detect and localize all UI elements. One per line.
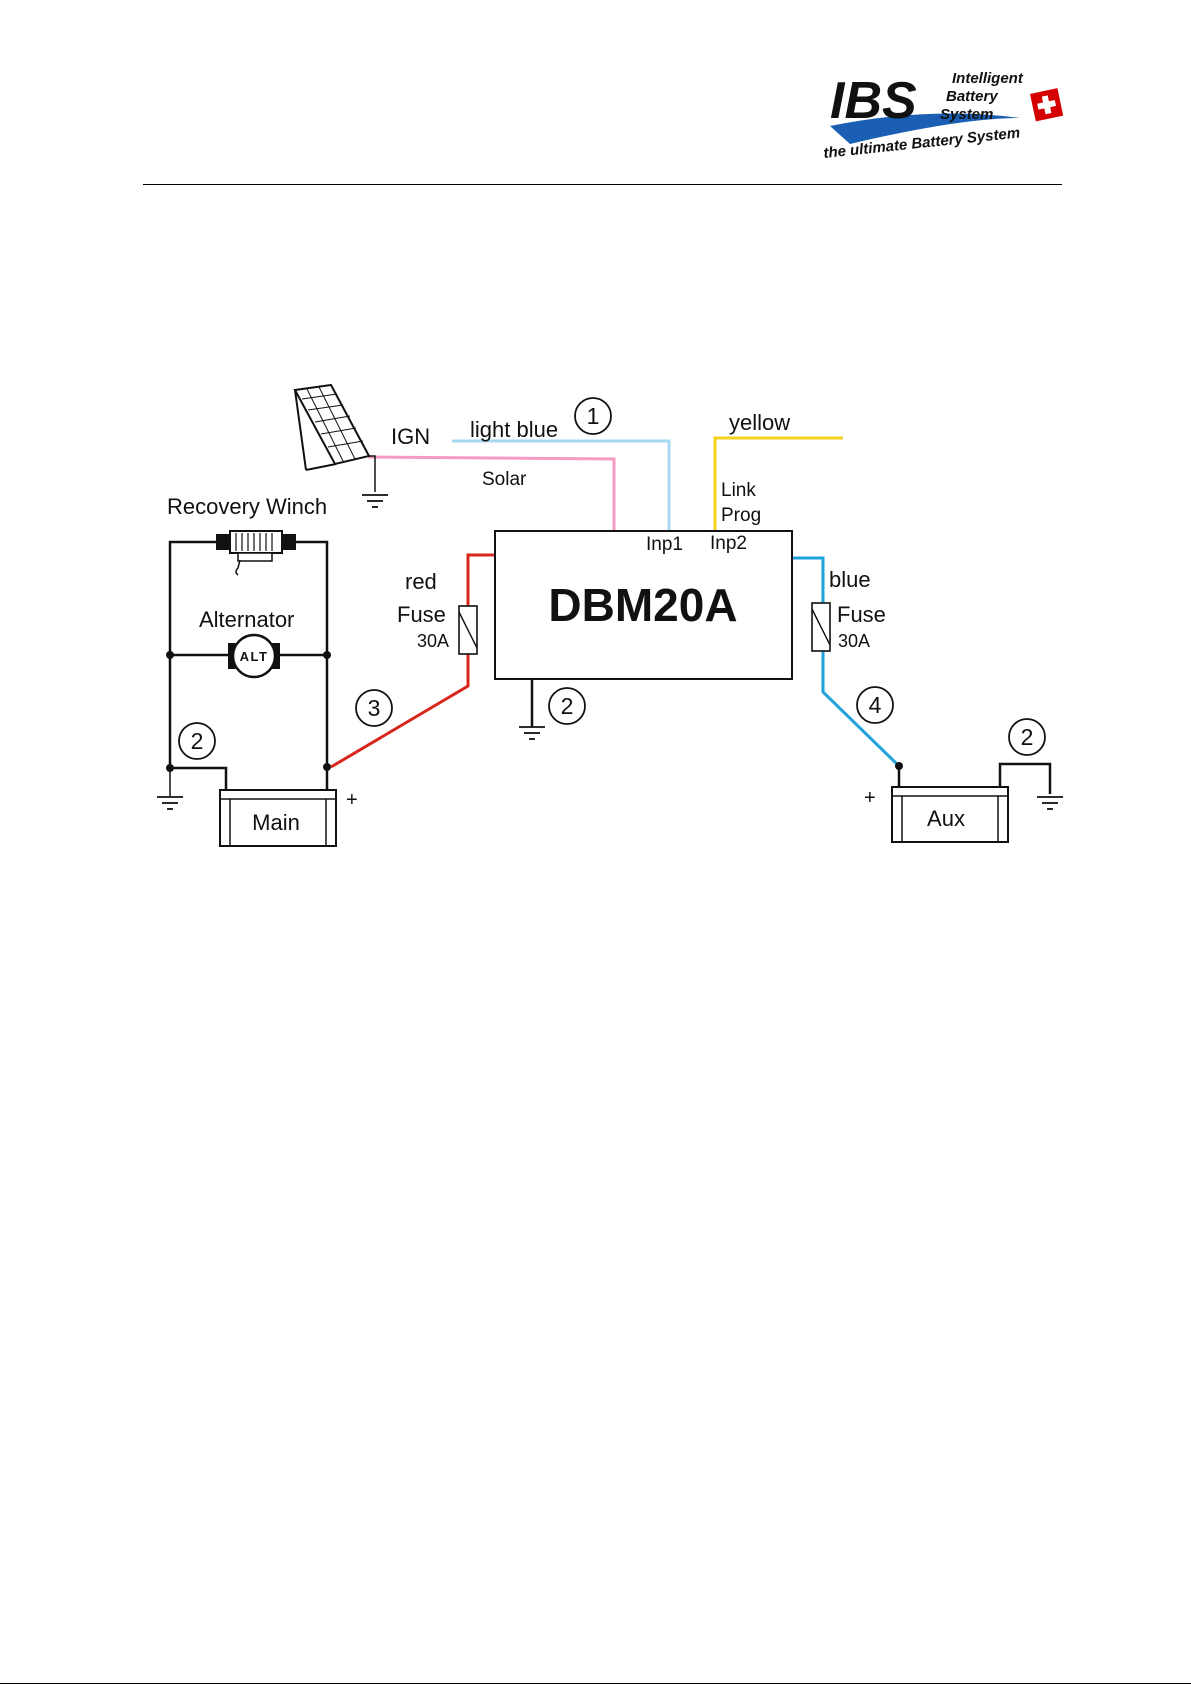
prog-label: Prog	[721, 505, 761, 526]
wire-right-loop	[286, 542, 327, 790]
alternator-label: Alternator	[199, 607, 294, 632]
svg-text:4: 4	[869, 692, 882, 718]
solar-panel-icon	[295, 385, 369, 470]
ground-icon	[157, 797, 183, 809]
svg-text:2: 2	[191, 728, 204, 754]
callout-2: 2	[1009, 719, 1045, 755]
fuse-label-right: Fuse	[837, 602, 886, 627]
wiring-diagram: DBM20A Inp1 Inp2	[0, 0, 1191, 900]
callout-2: 2	[179, 723, 215, 759]
callout-3: 3	[356, 690, 392, 726]
ground-icon	[519, 727, 545, 739]
ground-icon	[362, 495, 388, 507]
svg-text:2: 2	[561, 693, 574, 719]
callout-2: 2	[549, 688, 585, 724]
aux-battery-label: Aux	[927, 806, 965, 831]
junction-dot	[166, 651, 174, 659]
link-label: Link	[721, 480, 756, 501]
ign-label: IGN	[391, 424, 430, 449]
footer-rule	[0, 1683, 1191, 1684]
light-blue-label: light blue	[470, 417, 558, 442]
inp1-label: Inp1	[646, 534, 683, 555]
device-name: DBM20A	[548, 579, 737, 631]
alternator-icon: ALT	[228, 635, 280, 677]
main-plus-label: +	[346, 789, 358, 811]
winch-icon	[216, 531, 296, 575]
yellow-label: yellow	[729, 410, 790, 435]
aux-plus-label: +	[864, 787, 876, 809]
fuse-rating-left: 30A	[417, 631, 449, 651]
fuse-icon	[459, 606, 477, 654]
junction-dot	[323, 763, 331, 771]
fuse-label-left: Fuse	[397, 602, 446, 627]
blue-wire-label: blue	[829, 567, 871, 592]
svg-text:2: 2	[1021, 724, 1034, 750]
svg-text:1: 1	[587, 403, 600, 429]
fuse-icon	[812, 603, 830, 651]
alt-label: ALT	[240, 649, 269, 664]
svg-text:3: 3	[368, 695, 381, 721]
callout-4: 4	[857, 687, 893, 723]
inp2-label: Inp2	[710, 533, 747, 554]
main-battery-label: Main	[252, 810, 300, 835]
ground-icon	[1037, 797, 1063, 809]
solar-ground-wire	[369, 456, 375, 492]
junction-dot	[323, 651, 331, 659]
recovery-winch-label: Recovery Winch	[167, 494, 327, 519]
callout-1: 1	[575, 398, 611, 434]
red-wire-label: red	[405, 569, 437, 594]
fuse-rating-right: 30A	[838, 631, 870, 651]
solar-label: Solar	[482, 469, 527, 490]
